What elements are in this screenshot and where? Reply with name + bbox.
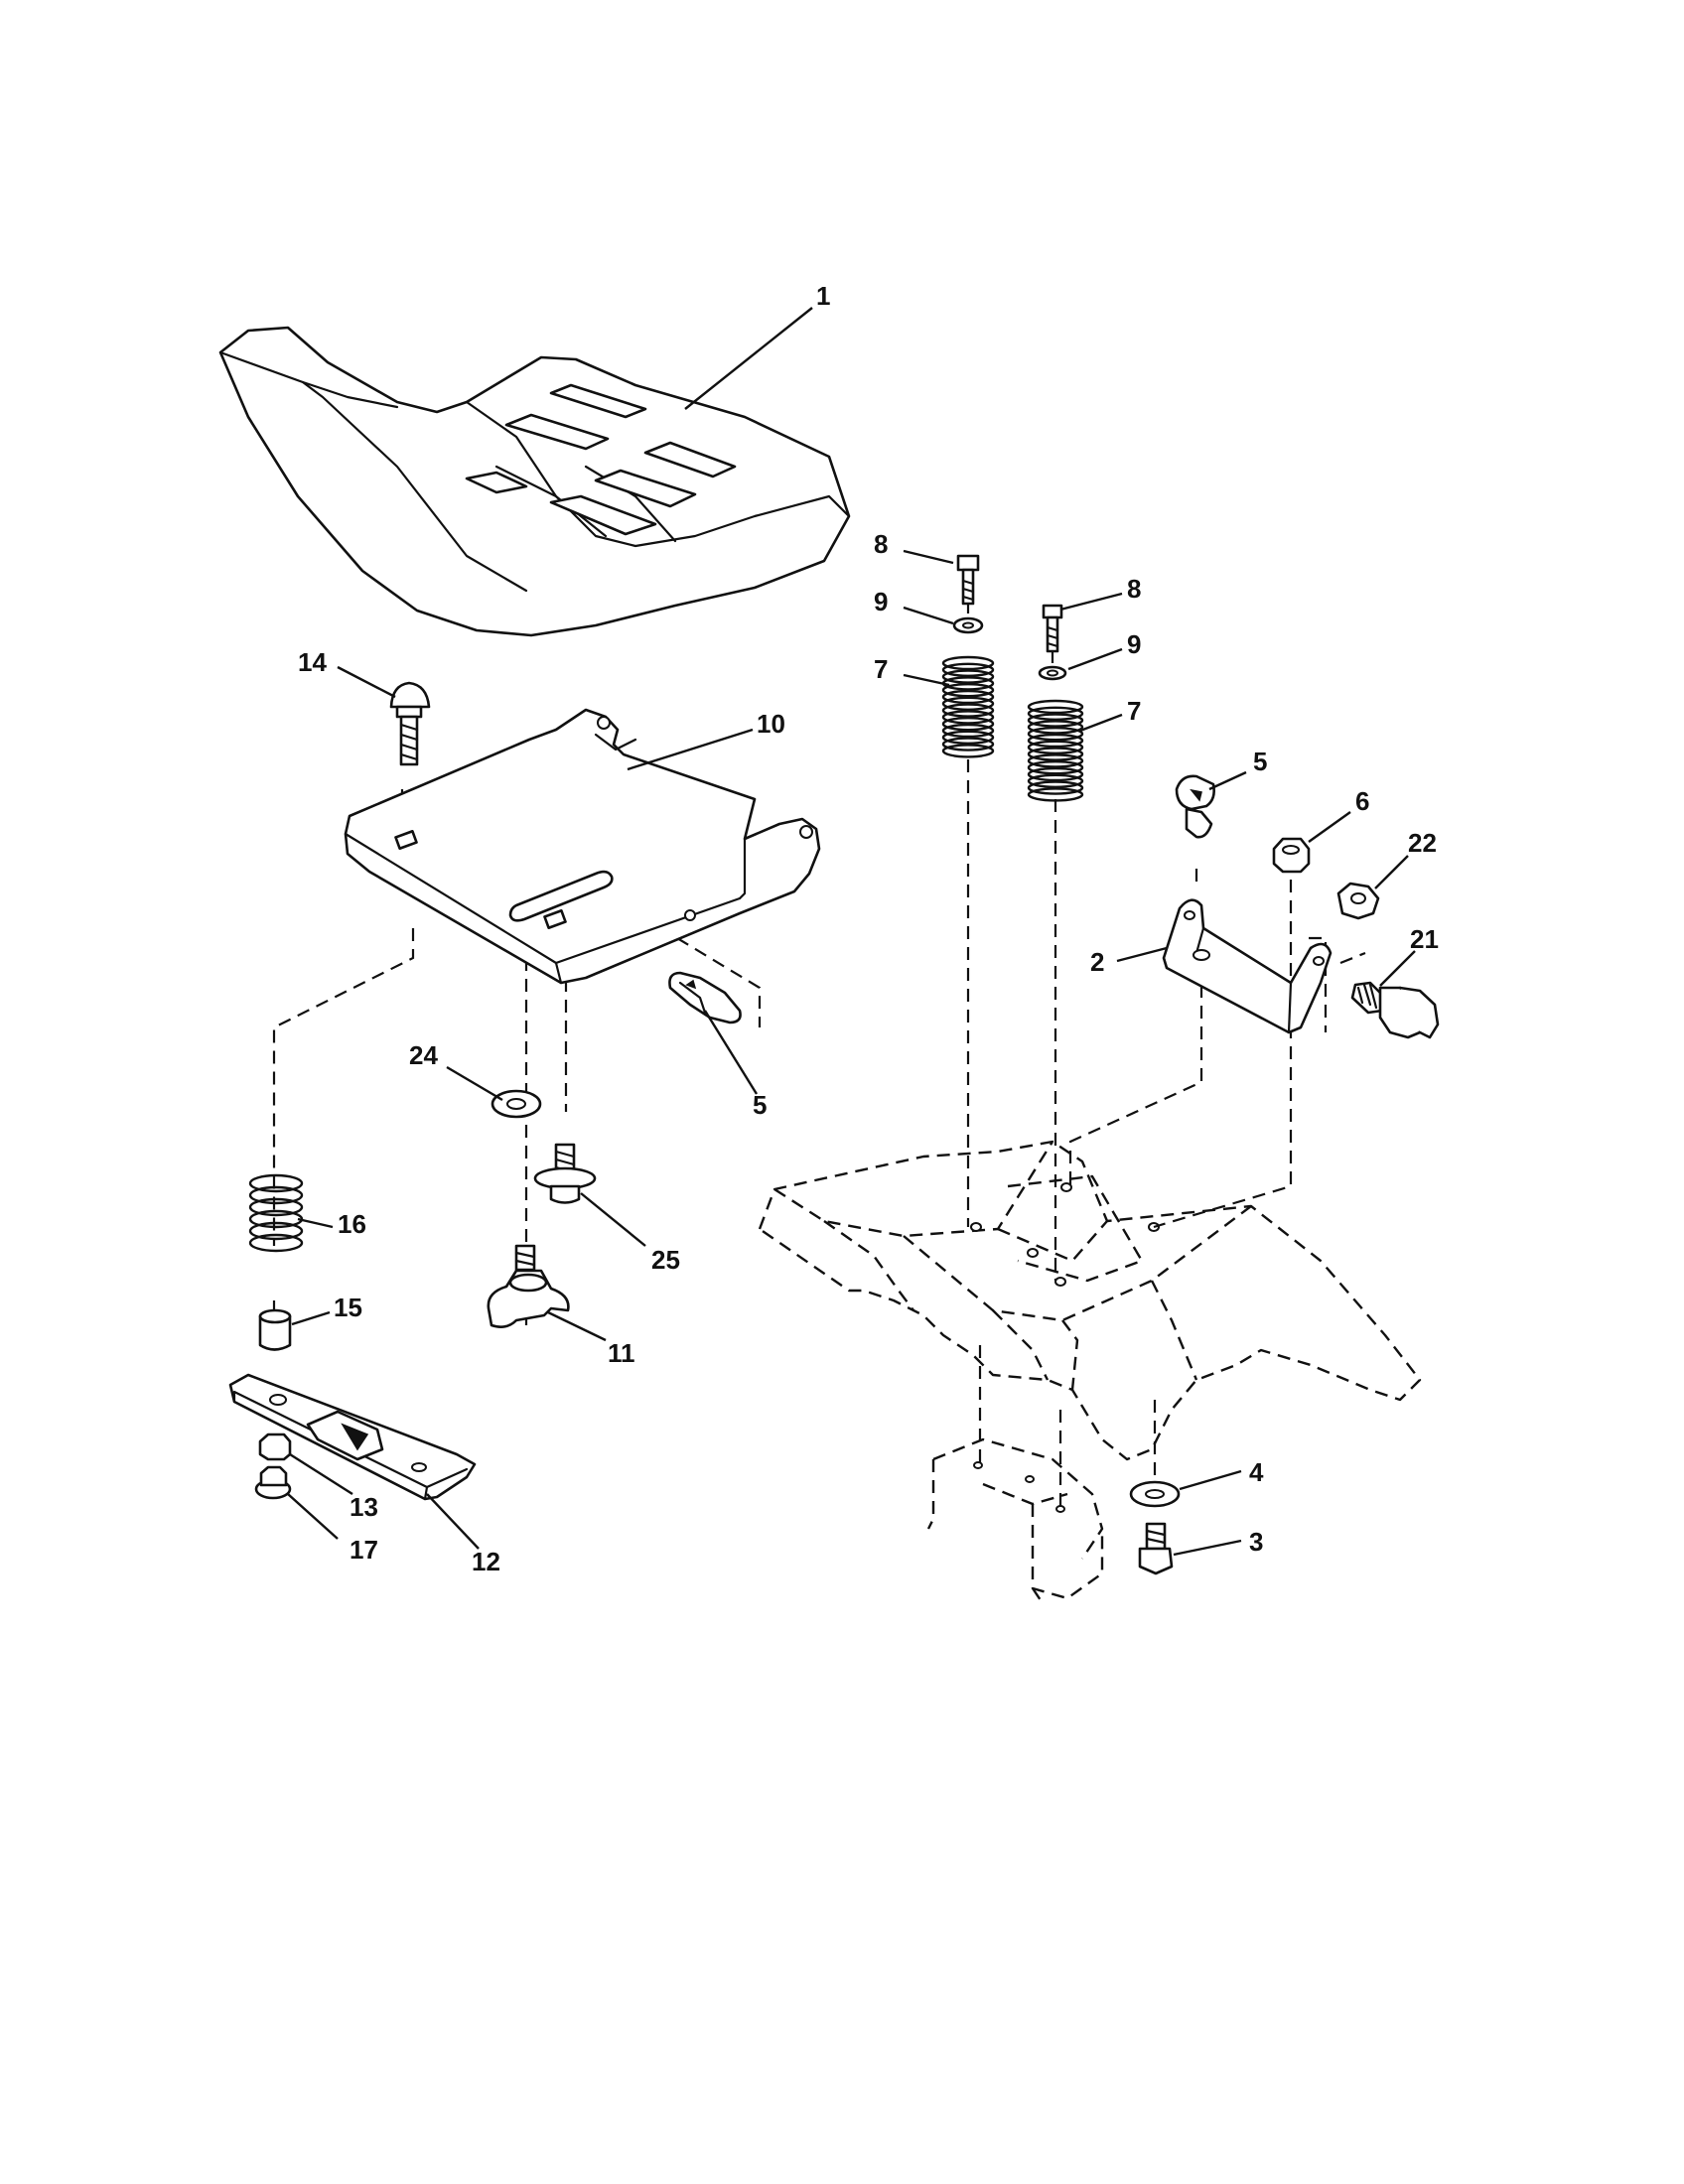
callout-wing-knob: 11 — [608, 1338, 635, 1368]
spring-left[interactable] — [941, 655, 995, 758]
callout-spring-bolt-right: 8 — [1127, 574, 1141, 604]
callout-frame-washer: 4 — [1249, 1457, 1264, 1487]
seat-bracket[interactable] — [1162, 898, 1333, 1034]
callout-seat: 1 — [816, 281, 830, 311]
slide-nut[interactable] — [258, 1433, 292, 1461]
callout-labels: 1 2 3 4 5 5 6 7 7 8 8 9 9 10 11 12 13 14… — [298, 281, 1439, 1576]
callout-pivot-clip-left: 5 — [753, 1090, 767, 1120]
adjust-slide[interactable] — [228, 1373, 477, 1501]
spring-coil — [941, 662, 995, 677]
spring-washer-right[interactable] — [1038, 665, 1067, 681]
spring-coil — [1027, 706, 1084, 721]
spring-coil — [941, 717, 995, 732]
seat[interactable] — [218, 326, 851, 637]
callout-flange-nut: 17 — [350, 1535, 378, 1565]
callout-spring-left: 7 — [874, 654, 888, 684]
callout-spacer: 15 — [334, 1293, 362, 1322]
lock-nut[interactable] — [1336, 882, 1380, 920]
pan-washer[interactable] — [491, 1089, 542, 1119]
pivot-clip-left[interactable] — [668, 971, 742, 1024]
spring-coil — [941, 696, 995, 711]
callout-spring-bolt-left: 8 — [874, 529, 888, 559]
spring-coil — [941, 723, 995, 739]
spring-coil — [941, 710, 995, 725]
callout-pan-washer: 24 — [409, 1040, 438, 1070]
spacer[interactable] — [258, 1308, 292, 1351]
spring-coil — [1027, 787, 1084, 802]
spring-coil — [1027, 780, 1084, 795]
spring-coil — [1027, 713, 1084, 728]
callout-carriage-bolt: 14 — [298, 647, 327, 677]
tractor-frame — [758, 1140, 1422, 1604]
spring-coil — [1027, 727, 1084, 742]
spring-coil — [941, 703, 995, 718]
spring-coil — [941, 737, 995, 751]
carriage-bolt[interactable] — [389, 681, 431, 766]
callout-seat-pan: 10 — [757, 709, 785, 739]
callout-compression-spring: 16 — [338, 1209, 366, 1239]
callout-pivot-clip-right: 5 — [1253, 747, 1267, 776]
bracket-nut[interactable] — [1272, 837, 1311, 874]
callout-spring-right: 7 — [1127, 696, 1141, 726]
shoulder-screw[interactable] — [533, 1143, 597, 1204]
spring-coil — [1027, 753, 1084, 768]
callout-shoulder-bolt: 21 — [1410, 924, 1439, 954]
flange-nut[interactable] — [254, 1465, 292, 1500]
spring-coil — [1027, 747, 1084, 761]
spring-bolt-right[interactable] — [1042, 604, 1063, 653]
spring-coil — [941, 655, 995, 671]
spring-coil — [941, 669, 995, 684]
spring-bolt-left[interactable] — [956, 554, 980, 606]
spring-coil — [1027, 760, 1084, 775]
spring-coil — [941, 689, 995, 705]
spring-coil — [1027, 699, 1084, 715]
spring-coil — [1027, 766, 1084, 782]
spring-coil — [1027, 773, 1084, 788]
spring-washer-left[interactable] — [952, 616, 984, 634]
spring-coil — [1027, 740, 1084, 754]
frame-washer[interactable] — [1129, 1480, 1181, 1508]
wing-knob[interactable] — [487, 1244, 570, 1328]
callout-slide-nut: 13 — [350, 1492, 378, 1522]
spring-coil — [941, 744, 995, 758]
compression-spring[interactable] — [248, 1173, 304, 1253]
callout-seat-bracket: 2 — [1090, 947, 1104, 977]
callout-adjust-slide: 12 — [472, 1547, 500, 1576]
spring-right[interactable] — [1027, 699, 1084, 802]
seat-pan[interactable] — [344, 708, 821, 985]
frame-bolt[interactable] — [1138, 1522, 1174, 1575]
callout-spring-washer-left: 9 — [874, 587, 888, 616]
spring-coil — [1027, 720, 1084, 735]
callout-lock-nut: 22 — [1408, 828, 1437, 858]
spring-coil — [1027, 733, 1084, 749]
callout-frame-bolt: 3 — [1249, 1527, 1263, 1557]
callout-bracket-nut: 6 — [1355, 786, 1369, 816]
callout-spring-washer-right: 9 — [1127, 629, 1141, 659]
pivot-clip-right[interactable] — [1175, 774, 1215, 839]
leader-lines — [287, 307, 1416, 1557]
shoulder-bolt[interactable] — [1350, 981, 1440, 1039]
callout-shoulder-screw: 25 — [651, 1245, 680, 1275]
spring-coil — [941, 730, 995, 745]
spring-coil — [941, 683, 995, 698]
